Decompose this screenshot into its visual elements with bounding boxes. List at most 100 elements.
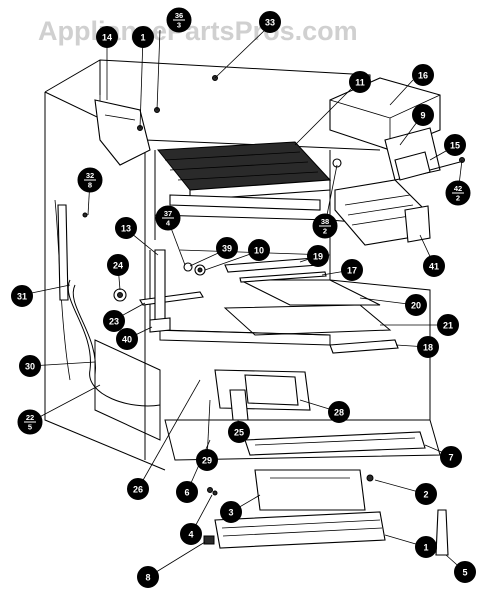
callout-numerator: 22 (26, 413, 34, 422)
callout-label: 29 (202, 456, 212, 466)
callout-label: 28 (334, 408, 344, 418)
callout-25: 25 (228, 421, 250, 443)
callout-numerator: 32 (86, 171, 94, 180)
callout-29: 29 (196, 449, 218, 471)
callout-badge (216, 237, 238, 259)
callout-22: 225 (17, 409, 43, 435)
callout-30: 30 (19, 355, 41, 377)
callout-15: 15 (444, 134, 466, 156)
callout-10: 10 (248, 239, 270, 261)
callout-badge (176, 481, 198, 503)
callout-19: 19 (307, 245, 329, 267)
callout-badge (415, 483, 437, 505)
callout-badge (107, 254, 129, 276)
callout-denominator: 3 (177, 21, 181, 30)
callout-40: 40 (116, 328, 138, 350)
callout-4: 4 (180, 523, 202, 545)
callout-denominator: 4 (166, 219, 171, 228)
callout-32: 328 (77, 167, 103, 193)
callout-33: 33 (259, 11, 281, 33)
callout-21: 21 (437, 314, 459, 336)
callout-badge (248, 239, 270, 261)
callout-label: 26 (133, 485, 143, 495)
callout-7: 7 (440, 446, 462, 468)
callout-numerator: 37 (164, 209, 172, 218)
callout-9: 9 (412, 104, 434, 126)
callout-label: 9 (420, 111, 425, 121)
callout-numerator: 42 (454, 184, 462, 193)
callout-badge (220, 501, 242, 523)
callout-23: 23 (103, 310, 125, 332)
callout-badge (96, 26, 118, 48)
callout-8: 8 (137, 566, 159, 588)
callout-badge (259, 11, 281, 33)
callout-label: 21 (443, 321, 453, 331)
callout-badge (454, 561, 476, 583)
callout-6a: 6 (176, 481, 198, 503)
callout-label: 6 (184, 488, 189, 498)
callout-3: 3 (220, 501, 242, 523)
callout-badge (19, 355, 41, 377)
callout-17: 17 (341, 259, 363, 281)
callout-20: 20 (405, 294, 427, 316)
callout-badge (103, 310, 125, 332)
callout-badge (11, 285, 33, 307)
callout-badge (196, 449, 218, 471)
callout-label: 33 (265, 18, 275, 28)
callout-badge (405, 294, 427, 316)
callout-label: 5 (462, 568, 467, 578)
callout-38: 382 (312, 213, 338, 239)
callout-39: 39 (216, 237, 238, 259)
callout-label: 3 (228, 508, 233, 518)
callout-label: 30 (25, 362, 35, 372)
callout-label: 25 (234, 428, 244, 438)
callout-36: 363 (166, 7, 192, 33)
callout-badge (437, 314, 459, 336)
callout-label: 20 (411, 301, 421, 311)
callout-label: 40 (122, 335, 132, 345)
callout-badge (349, 71, 371, 93)
callout-label: 19 (313, 252, 323, 262)
callout-badge (115, 217, 137, 239)
callout-label: 17 (347, 266, 357, 276)
callout-label: 8 (145, 573, 150, 583)
callout-label: 16 (418, 71, 428, 81)
callout-numerator: 38 (321, 217, 329, 226)
callout-badge (328, 401, 350, 423)
callout-badge (341, 259, 363, 281)
callout-badge (127, 478, 149, 500)
callout-11: 11 (349, 71, 371, 93)
callout-numerator: 36 (175, 11, 183, 20)
cabinet-drawing (44, 59, 465, 556)
callout-26: 26 (127, 478, 149, 500)
callout-badge (417, 336, 439, 358)
callout-badge (423, 255, 445, 277)
callout-badge (415, 536, 437, 558)
callout-denominator: 2 (456, 194, 460, 203)
callout-18: 18 (417, 336, 439, 358)
callout-badge (180, 523, 202, 545)
callout-denominator: 8 (88, 181, 92, 190)
callout-denominator: 2 (323, 227, 327, 236)
callout-label: 39 (222, 244, 232, 254)
callout-28: 28 (328, 401, 350, 423)
callout-label: 18 (423, 343, 433, 353)
callout-42: 422 (445, 180, 471, 206)
callout-label: 41 (429, 262, 439, 272)
callout-1a: 1 (132, 26, 154, 48)
callout-5: 5 (454, 561, 476, 583)
leader-lines (21, 29, 466, 578)
callout-37: 374 (155, 205, 181, 231)
callout-badge (307, 245, 329, 267)
callout-13: 13 (115, 217, 137, 239)
watermark-text: AppliancePartsPros.com (38, 16, 358, 46)
callout-denominator: 5 (28, 423, 32, 432)
callout-label: 11 (355, 78, 365, 88)
callout-badge (116, 328, 138, 350)
callout-label: 1 (140, 33, 145, 43)
callout-badge (412, 104, 434, 126)
callout-label: 24 (113, 261, 123, 271)
callout-41: 41 (423, 255, 445, 277)
